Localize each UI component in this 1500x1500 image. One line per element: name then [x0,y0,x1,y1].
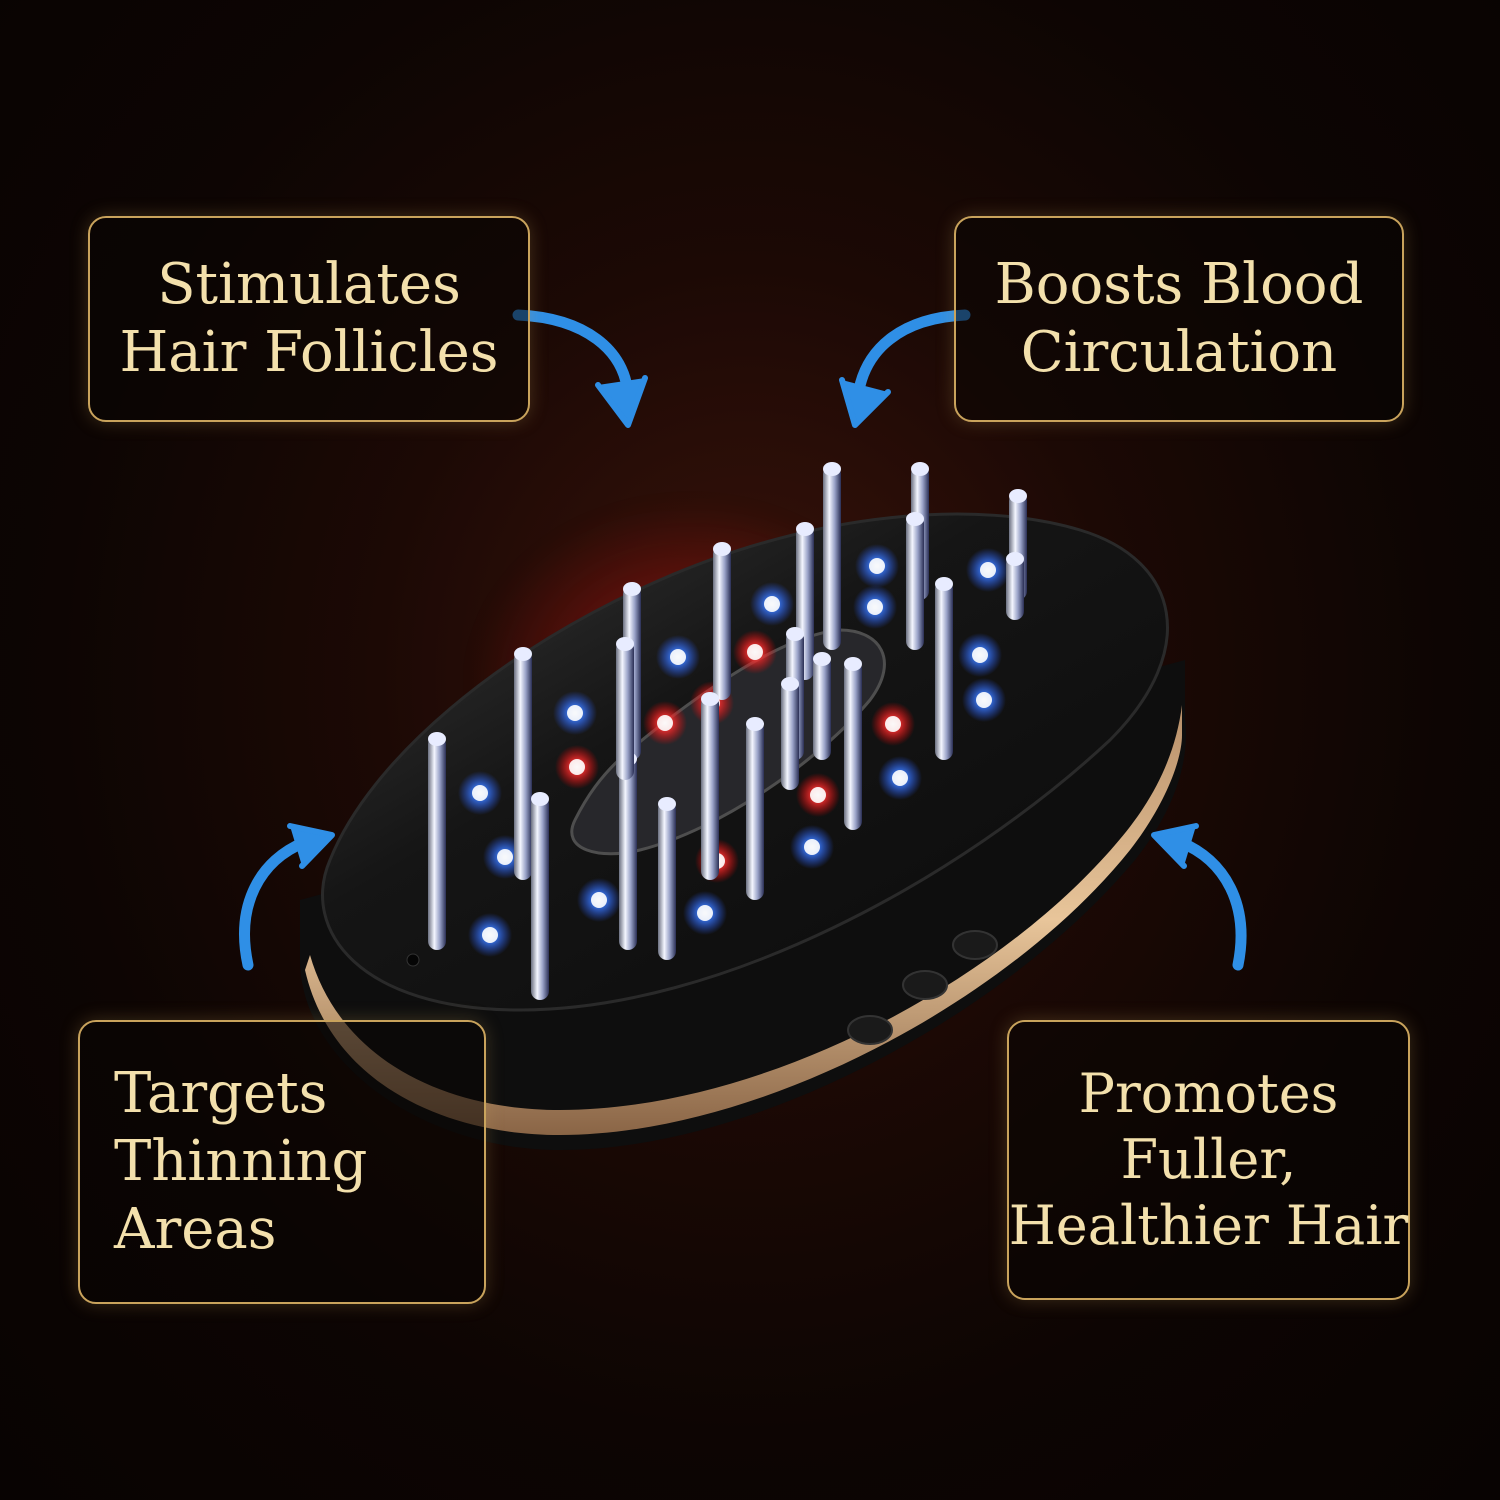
comb-pin-icon [906,512,924,650]
red-led-icon [569,759,585,775]
comb-pin-icon [781,677,799,790]
red-led-icon [885,716,901,732]
callout-text: Promotes [1078,1062,1339,1126]
blue-led-icon [976,692,992,708]
curved-arrow-icon [239,823,335,971]
comb-pin-icon [823,462,841,650]
blue-led-icon [869,558,885,574]
red-led-icon [657,715,673,731]
comb-pin-icon [619,752,637,950]
blue-led-icon [804,839,820,855]
curved-arrow-icon [839,309,971,428]
comb-pin-icon [701,692,719,880]
blue-led-icon [472,785,488,801]
comb-pin-icon [746,717,764,900]
comb-pin-icon [813,652,831,760]
blue-led-icon [482,927,498,943]
callout-boosts-blood-circulation: Boosts Blood Circulation [954,216,1404,422]
callout-text: Areas [114,1197,277,1263]
comb-pin-icon [616,637,634,780]
curved-arrow-icon [512,309,648,428]
blue-led-icon [980,562,996,578]
comb-pin-icon [1006,552,1024,620]
callout-text: Thinning [114,1128,368,1194]
blue-led-icon [697,905,713,921]
comb-pin-icon [713,542,731,700]
comb-pins [428,462,1027,1000]
blue-led-icon [867,599,883,615]
callout-text: Boosts Blood [994,251,1364,317]
blue-led-icon [497,849,513,865]
blue-led-icon [567,705,583,721]
comb-pin-icon [514,647,532,880]
callout-text: Circulation [1020,320,1338,385]
callout-targets-thinning-areas: Targets Thinning Areas [78,1020,486,1304]
blue-led-icon [892,770,908,786]
comb-pin-icon [935,577,953,760]
red-led-icon [747,644,763,660]
callout-promotes-fuller-healthier-hair: Promotes Fuller, Healthier Hair [1007,1020,1410,1300]
comb-pin-icon [658,797,676,960]
comb-pin-icon [428,732,446,950]
blue-led-icon [591,892,607,908]
callout-text: Healthier Hair [1008,1193,1409,1257]
red-led-icon [810,787,826,803]
comb-pin-icon [844,657,862,830]
blue-led-icon [764,596,780,612]
callout-stimulates-hair-follicles: Stimulates Hair Follicles [88,216,530,422]
callout-text: Hair Follicles [119,320,499,385]
comb-pin-icon [531,792,549,1000]
blue-led-icon [972,647,988,663]
callout-text: Stimulates [157,251,461,317]
curved-arrow-icon [1151,823,1247,971]
callout-text: Fuller, [1120,1128,1297,1192]
callout-text: Targets [114,1060,328,1126]
blue-led-icon [670,649,686,665]
